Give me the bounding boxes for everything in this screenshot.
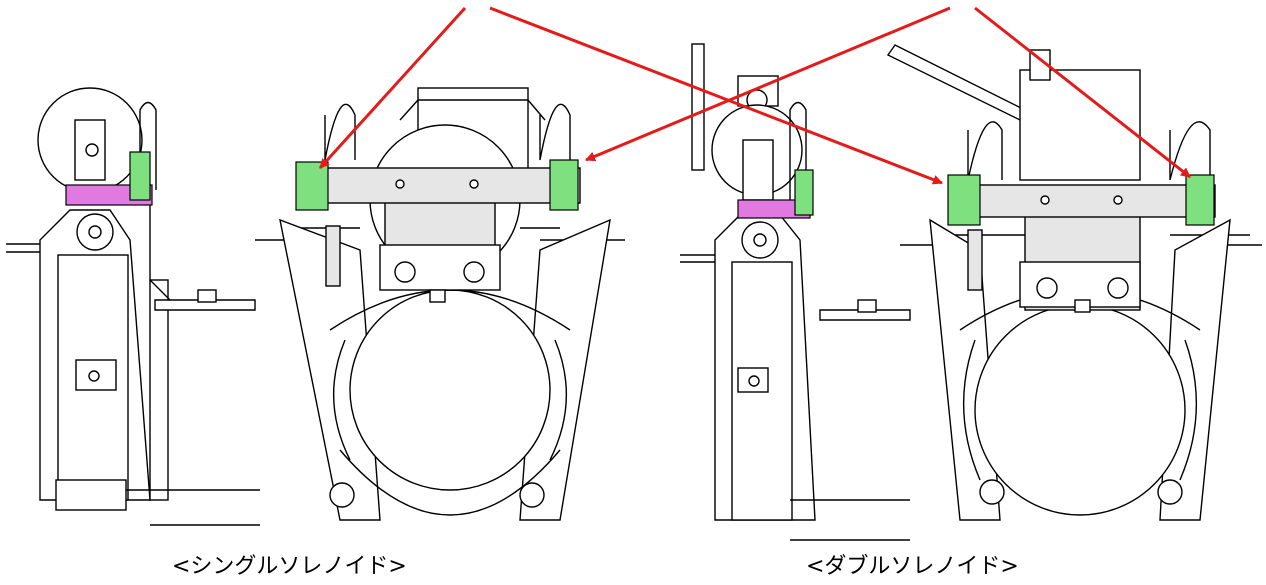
double-switch-side [794,169,814,216]
double-switch-left [947,174,981,226]
arrow-single-right [585,6,951,162]
arrow-double-left [489,6,943,185]
arrow-single-left [318,6,467,170]
single-switch-right [549,159,579,211]
callout-arrows [318,6,1191,185]
double-switch-right [1185,174,1215,226]
double-side-view [680,43,911,541]
single-side-view [6,87,260,526]
double-front-view [886,44,1262,521]
caption-double-solenoid: <ダブルソレノイド> [806,554,1019,579]
single-front-view [255,87,625,521]
single-switch-side [129,151,151,201]
single-switch-left [295,161,329,211]
arrow-double-right [974,6,1191,179]
caption-single-solenoid: <シングルソレノイド> [172,554,407,579]
